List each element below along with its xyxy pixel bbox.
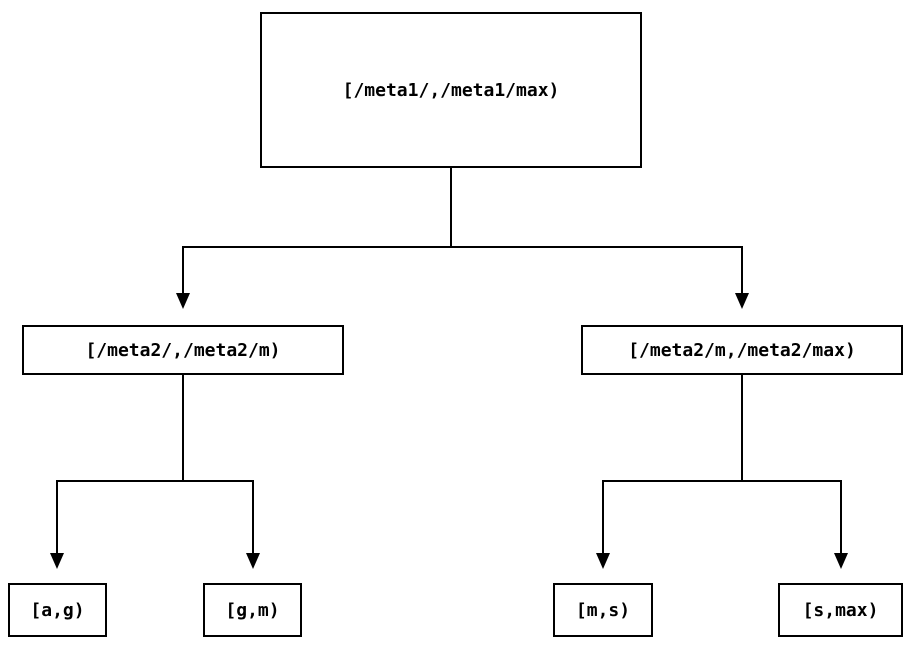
node-left-mid-label: [/meta2/,/meta2/m) [85, 339, 281, 361]
arrowhead-down-icon [246, 553, 260, 569]
edge-root-left-mid [176, 168, 452, 309]
node-leaf-gm-label: [g,m) [225, 599, 280, 621]
edge-left-mid-leaf-gm [183, 480, 260, 569]
edge-root-right-mid [451, 246, 749, 309]
edge-right-mid-leaf-ms [596, 375, 743, 569]
node-root-label: [/meta1/,/meta1/max) [342, 79, 560, 101]
node-right-mid-label: [/meta2/m,/meta2/max) [628, 339, 856, 361]
node-leaf-ag: [a,g) [8, 583, 107, 637]
node-left-mid: [/meta2/,/meta2/m) [22, 325, 344, 375]
edge-right-mid-leaf-smax [742, 480, 848, 569]
node-leaf-smax: [s,max) [778, 583, 903, 637]
node-leaf-ms-label: [m,s) [575, 599, 631, 621]
node-right-mid: [/meta2/m,/meta2/max) [581, 325, 903, 375]
node-root: [/meta1/,/meta1/max) [260, 12, 642, 168]
arrowhead-down-icon [176, 293, 190, 309]
arrowhead-down-icon [834, 553, 848, 569]
arrowhead-down-icon [50, 553, 64, 569]
arrowhead-down-icon [596, 553, 610, 569]
node-leaf-ag-label: [a,g) [30, 599, 85, 621]
node-leaf-ms: [m,s) [553, 583, 653, 637]
node-leaf-gm: [g,m) [203, 583, 302, 637]
arrowhead-down-icon [735, 293, 749, 309]
node-leaf-smax-label: [s,max) [802, 599, 879, 621]
edge-left-mid-leaf-ag [50, 375, 184, 569]
